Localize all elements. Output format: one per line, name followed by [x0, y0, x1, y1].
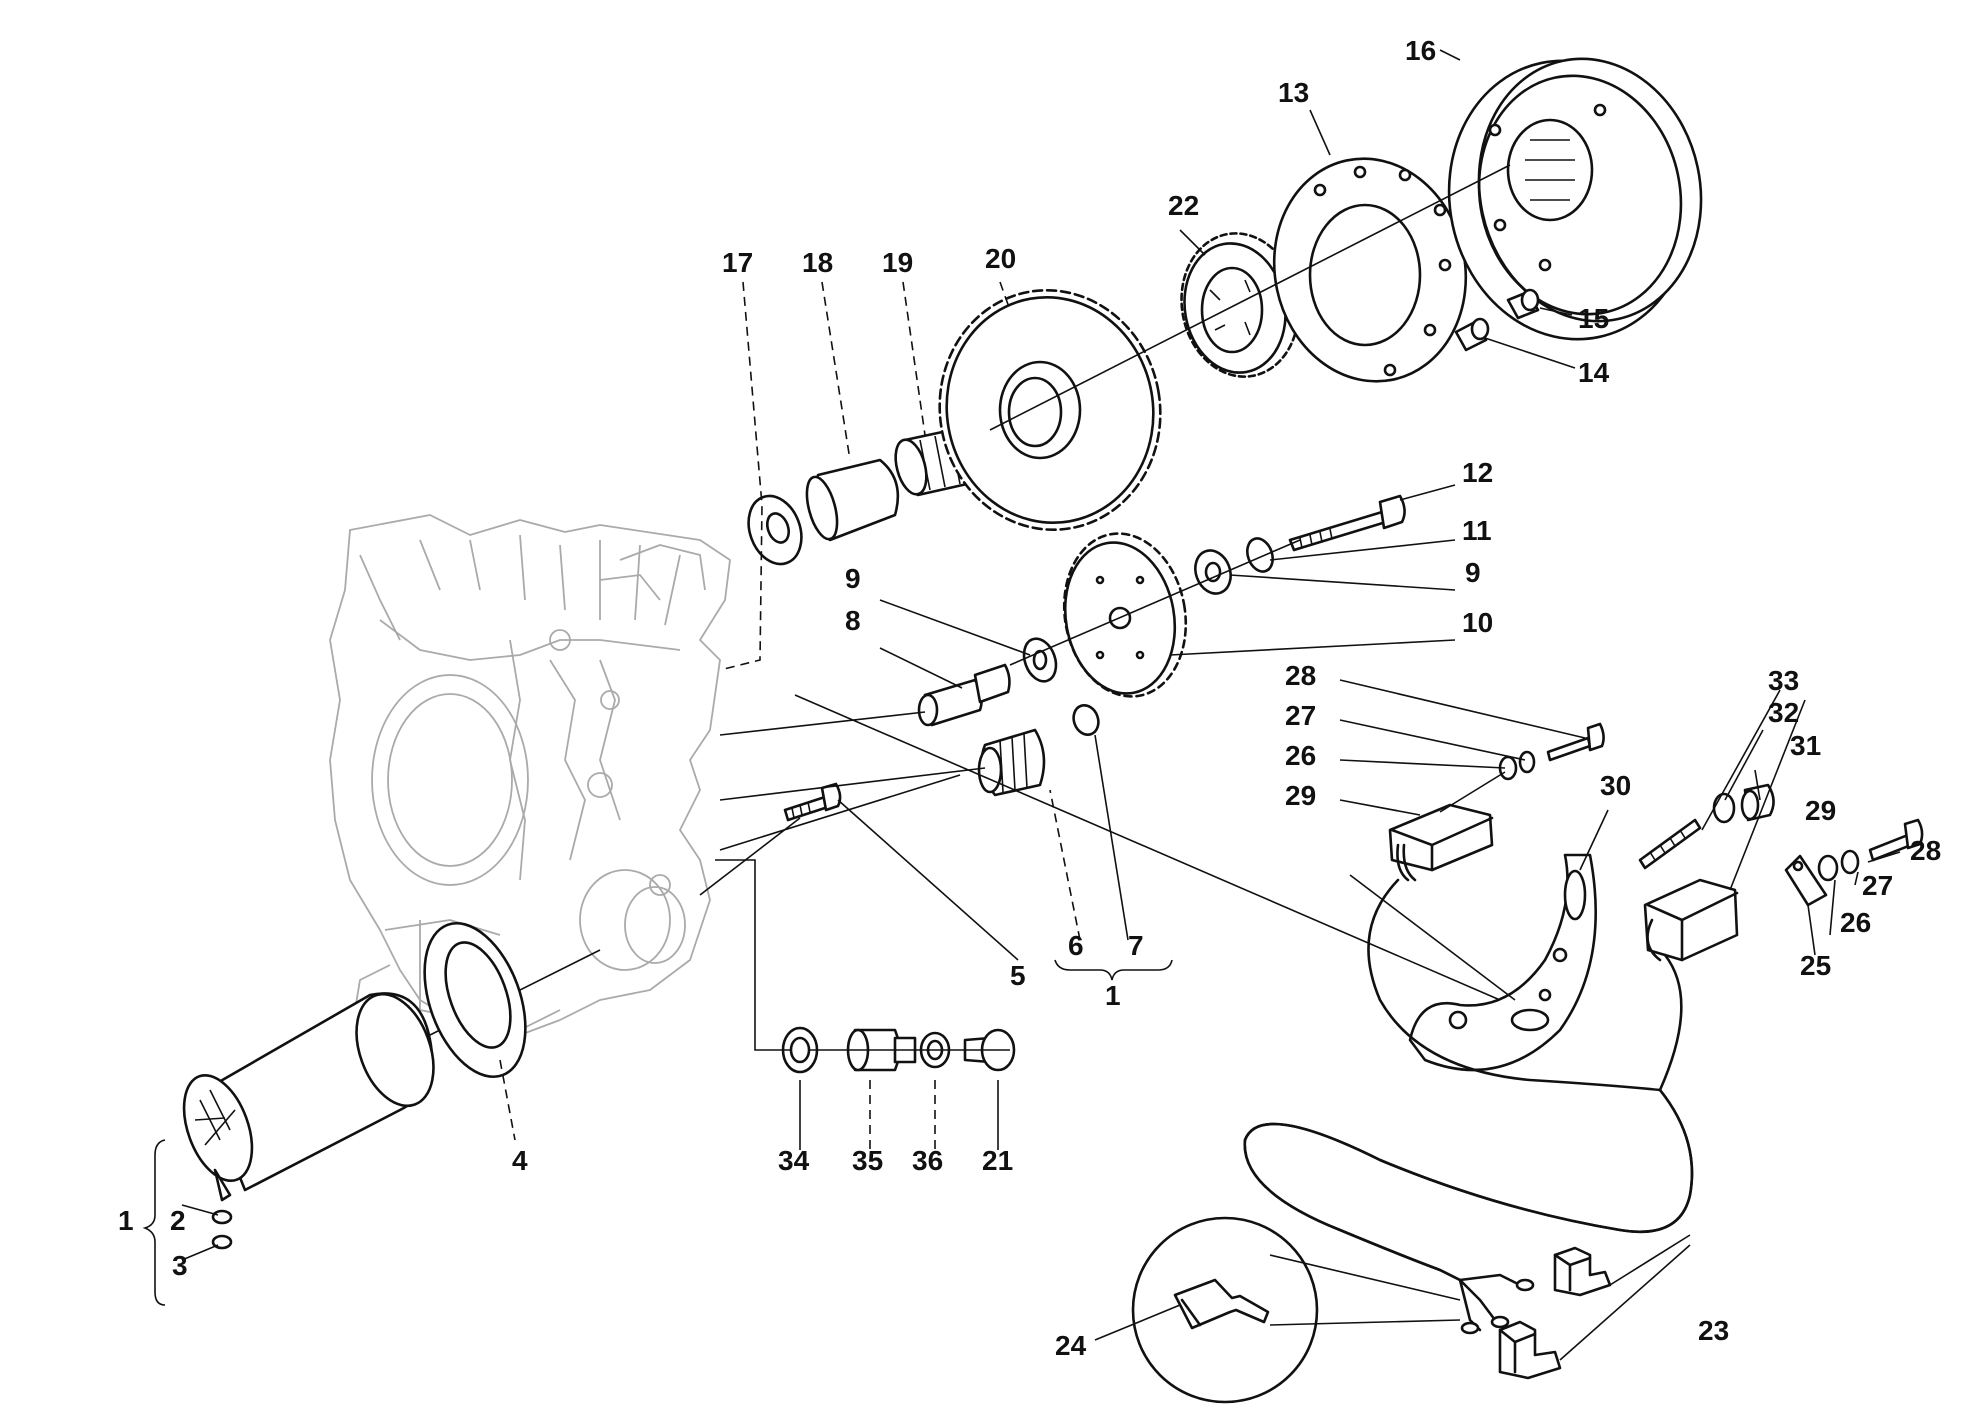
- label-part-21: 21: [982, 1145, 1013, 1176]
- plate-part-25: [1784, 854, 1828, 907]
- pickup-part-29b: [1643, 878, 1739, 962]
- label-part-20: 20: [985, 243, 1016, 274]
- label-part-33: 33: [1768, 665, 1799, 696]
- label-part-15: 15: [1578, 303, 1609, 334]
- label-part-18: 18: [802, 247, 833, 278]
- label-part-13: 13: [1278, 77, 1309, 108]
- label-part-30: 30: [1600, 770, 1631, 801]
- label-part-32: 32: [1768, 697, 1799, 728]
- dowel-part-14: [1454, 317, 1490, 352]
- label-part-3: 3: [172, 1250, 188, 1281]
- washer-part-27b: [1840, 849, 1860, 875]
- label-part-26b: 26: [1840, 907, 1871, 938]
- label-part-7: 7: [1128, 930, 1144, 961]
- circlip-part-7: [1072, 704, 1100, 736]
- label-part-31: 31: [1790, 730, 1821, 761]
- label-part-29b: 29: [1805, 795, 1836, 826]
- pinion-part-6: [977, 728, 1046, 797]
- label-part-9a: 9: [845, 563, 861, 594]
- starter-motor: [182, 949, 601, 1250]
- label-part-28b: 28: [1910, 835, 1941, 866]
- label-part-23: 23: [1698, 1315, 1729, 1346]
- label-part-35: 35: [852, 1145, 883, 1176]
- flywheel-part-16: [1447, 57, 1703, 341]
- label-part-24: 24: [1055, 1330, 1087, 1361]
- label-part-11: 11: [1462, 515, 1492, 546]
- screw-part-28b: [1868, 818, 1924, 862]
- label-part-8: 8: [845, 605, 861, 636]
- part-labels: 1 2 3 4 5 6 7 1 8 9 9 10 11 12 13 14 15 …: [118, 35, 1941, 1361]
- engine-case-ghost: [329, 514, 731, 1036]
- gasket-part-4: [423, 921, 527, 1079]
- screw-part-12: [1288, 494, 1406, 552]
- label-part-5: 5: [1010, 960, 1026, 991]
- label-part-9b: 9: [1465, 557, 1481, 588]
- label-part-28a: 28: [1285, 660, 1316, 691]
- circlip-part-11: [1246, 537, 1274, 573]
- screw-part-5: [783, 782, 842, 822]
- label-part-29a: 29: [1285, 780, 1316, 811]
- flange-part-13: [1272, 157, 1468, 383]
- connector-part-23b: [1498, 1320, 1562, 1380]
- label-part-25: 25: [1800, 950, 1831, 981]
- washer-part-32: [1712, 792, 1736, 824]
- label-part-16: 16: [1405, 35, 1436, 66]
- label-part-27a: 27: [1285, 700, 1316, 731]
- label-part-36: 36: [912, 1145, 943, 1176]
- washer-part-9b: [1194, 549, 1232, 595]
- nut-part-31: [1740, 783, 1775, 822]
- label-part-1-left: 1: [118, 1205, 134, 1236]
- brace-group-1-bottom: [1054, 959, 1173, 981]
- screw-part-28a: [1546, 722, 1605, 762]
- label-part-1-bottom: 1: [1105, 980, 1121, 1011]
- gear-part-20: [938, 288, 1162, 532]
- label-part-6: 6: [1068, 930, 1084, 961]
- label-part-26a: 26: [1285, 740, 1316, 771]
- leader-lines: [181, 49, 1901, 1361]
- pickup-part-29a: [1388, 803, 1494, 882]
- label-part-34: 34: [778, 1145, 810, 1176]
- connector-part-23a: [1553, 1246, 1612, 1297]
- stator-part-30: [1408, 853, 1598, 1072]
- shaft-part-8: [917, 663, 1011, 727]
- label-part-19: 19: [882, 247, 913, 278]
- screw-part-33: [1638, 818, 1702, 870]
- freewheel-part-22: [1180, 232, 1300, 378]
- label-part-27b: 27: [1862, 870, 1893, 901]
- label-part-17: 17: [722, 247, 753, 278]
- label-part-4: 4: [512, 1145, 528, 1176]
- label-part-14: 14: [1578, 357, 1610, 388]
- label-part-10: 10: [1462, 607, 1493, 638]
- label-part-22: 22: [1168, 190, 1199, 221]
- bushing-part-18: [805, 458, 900, 542]
- washer-part-27a: [1518, 750, 1536, 774]
- label-part-12: 12: [1462, 457, 1493, 488]
- wiring-harness: [1243, 878, 1694, 1335]
- washer-part-17: [747, 494, 803, 566]
- label-part-2: 2: [170, 1205, 186, 1236]
- washer-part-26b: [1817, 854, 1839, 882]
- brace-group-1-left: [142, 1139, 166, 1306]
- washer-part-9a: [1022, 637, 1058, 683]
- terminal-detail-circle: [1131, 1216, 1319, 1404]
- bushing-part-15: [1506, 288, 1540, 320]
